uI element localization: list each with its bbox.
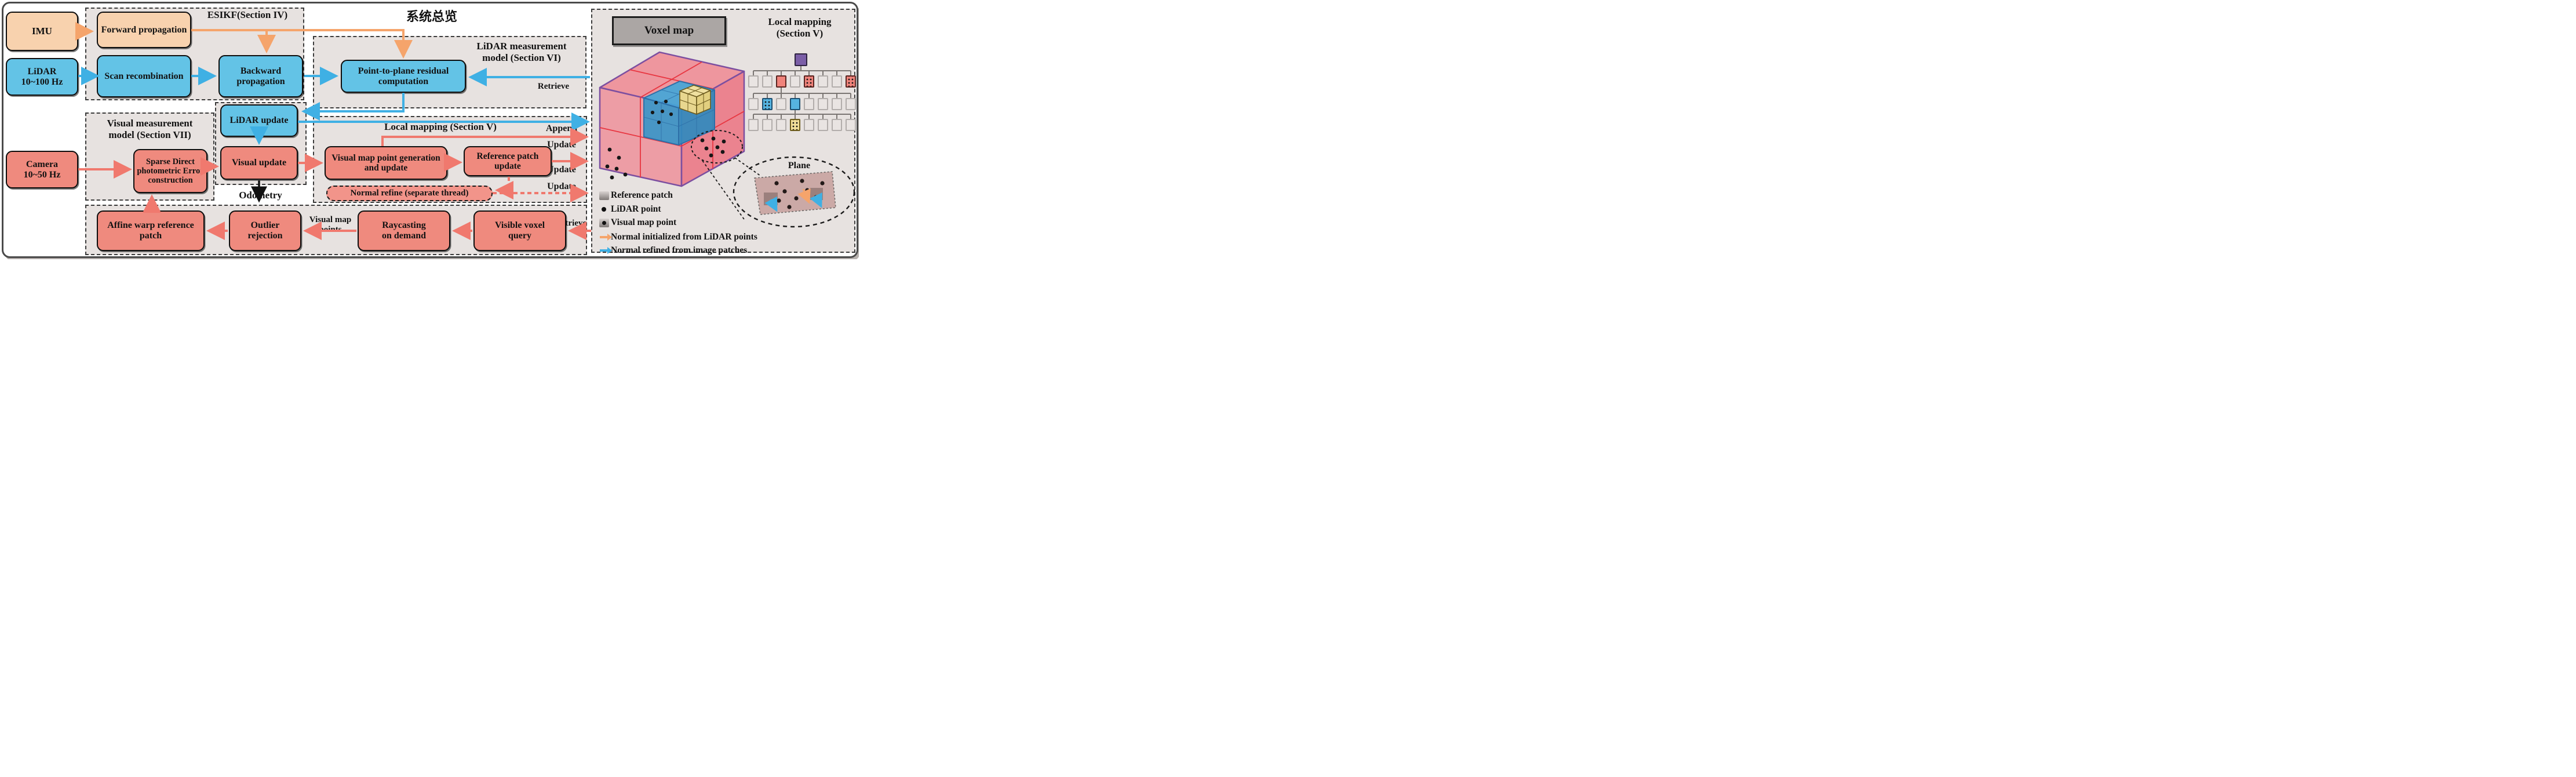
legend-label: Visual map point [611,217,677,227]
forward-propagation-node: Forward propagation [97,12,191,48]
backward-propagation-node: Backward propagation [218,55,303,97]
octree-cell-r3c7-empty [832,119,842,131]
octree-cell-r2c1-empty [748,98,759,110]
octree-cell-r3c2-empty [762,119,773,131]
camera-node: Camera 10~50 Hz [6,151,78,188]
legend-label: Reference patch [611,190,673,200]
lidar-measurement-label: LiDAR measurement model (Section VI) [476,41,567,63]
right-local-mapping-label: Local mapping (Section V) [768,16,832,39]
octree-root-node [795,53,807,66]
octree-cell-r3c4-yellow-dots [790,119,800,131]
visual-map-points-label: Visual map points [309,215,352,235]
octree-cell-r3c1-empty [748,119,759,131]
append-label: Append [545,124,578,133]
octree-cell-r1c2-empty [762,75,773,88]
legend-item-reference-patch: Reference patch [597,189,673,202]
octree-cell-r2c8-empty [846,98,856,110]
local-mapping-label: Local mapping (Section V) [384,121,497,132]
octree-cell-r2c6-empty [818,98,828,110]
orange-normal-arrow-icon [600,234,612,241]
octree-cell-r2c5-empty [804,98,814,110]
legend-item-normal-lidar-arrow: Normal initialized from LiDAR points [597,231,757,244]
visual-map-point-node: Visual map point generation and update [325,146,447,180]
octree-cell-r2c7-empty [832,98,842,110]
octree-cell-r2c4-blue [790,98,800,110]
page-title: 系统总览 [406,9,457,24]
reference-patch-update-node: Reference patch update [464,146,552,176]
visual-map-point-icon [599,218,609,227]
point-to-plane-node: Point-to-plane residual computation [341,60,466,93]
octree-cell-r1c3-red [776,75,786,88]
legend-item-normal-image-arrow: Normal refined from image patches [597,244,747,257]
raycasting-node: Raycasting on demand [358,210,450,251]
visual-update-node: Visual update [220,146,298,180]
system-overview-diagram: 系统总览 ESIKF(Section IV) LiDAR measurement… [0,0,859,259]
outlier-rejection-node: Outlier rejection [229,210,301,251]
voxel-map-header: Voxel map [612,16,726,45]
update-label-3: Update [547,181,576,191]
retrieve-top-label: Retrieve [537,82,570,91]
legend-item-visual-map-point: Visual map point [597,216,676,229]
octree-cell-r1c6-empty [818,75,828,88]
octree-cell-r2c2-blue-dots [762,98,773,110]
legend-label: Normal initialized from LiDAR points [611,232,757,242]
imu-node: IMU [6,12,78,51]
lidar-update-node: LiDAR update [220,104,298,137]
octree-cell-r3c5-empty [804,119,814,131]
octree-cell-r1c1-empty [748,75,759,88]
esikf-label: ESIKF(Section IV) [207,9,288,20]
octree-cell-r1c7-empty [832,75,842,88]
visible-voxel-query-node: Visible voxel query [473,210,566,251]
legend-label: Normal refined from image patches [611,245,748,255]
octree-cell-r2c3-empty [776,98,786,110]
scan-recombination-node: Scan recombination [97,55,191,97]
octree-cell-r1c8-red-dots [846,75,856,88]
affine-warp-node: Affine warp reference patch [97,210,205,251]
blue-normal-arrow-icon [600,247,612,254]
octree-cell-r3c8-empty [846,119,856,131]
normal-refine-node: Normal refine (separate thread) [326,186,493,201]
octree-cell-r1c4-empty [790,75,800,88]
lidar-point-icon [602,207,606,212]
sparse-direct-node: Sparse Direct photometric Error construc… [133,149,207,193]
reference-patch-icon [599,191,609,200]
octree-cell-r3c3-empty [776,119,786,131]
odometry-label: Odometry [233,190,288,201]
legend-label: LiDAR point [611,204,661,214]
update-label-2: Update [547,165,576,175]
visual-measurement-label: Visual measurement model (Section VII) [107,118,193,140]
lidar-node: LiDAR 10~100 Hz [6,58,78,96]
legend-item-lidar-point: LiDAR point [597,203,661,216]
octree-cell-r3c6-empty [818,119,828,131]
plane-label: Plane [788,161,811,170]
octree-cell-r1c5-red-dots [804,75,814,88]
